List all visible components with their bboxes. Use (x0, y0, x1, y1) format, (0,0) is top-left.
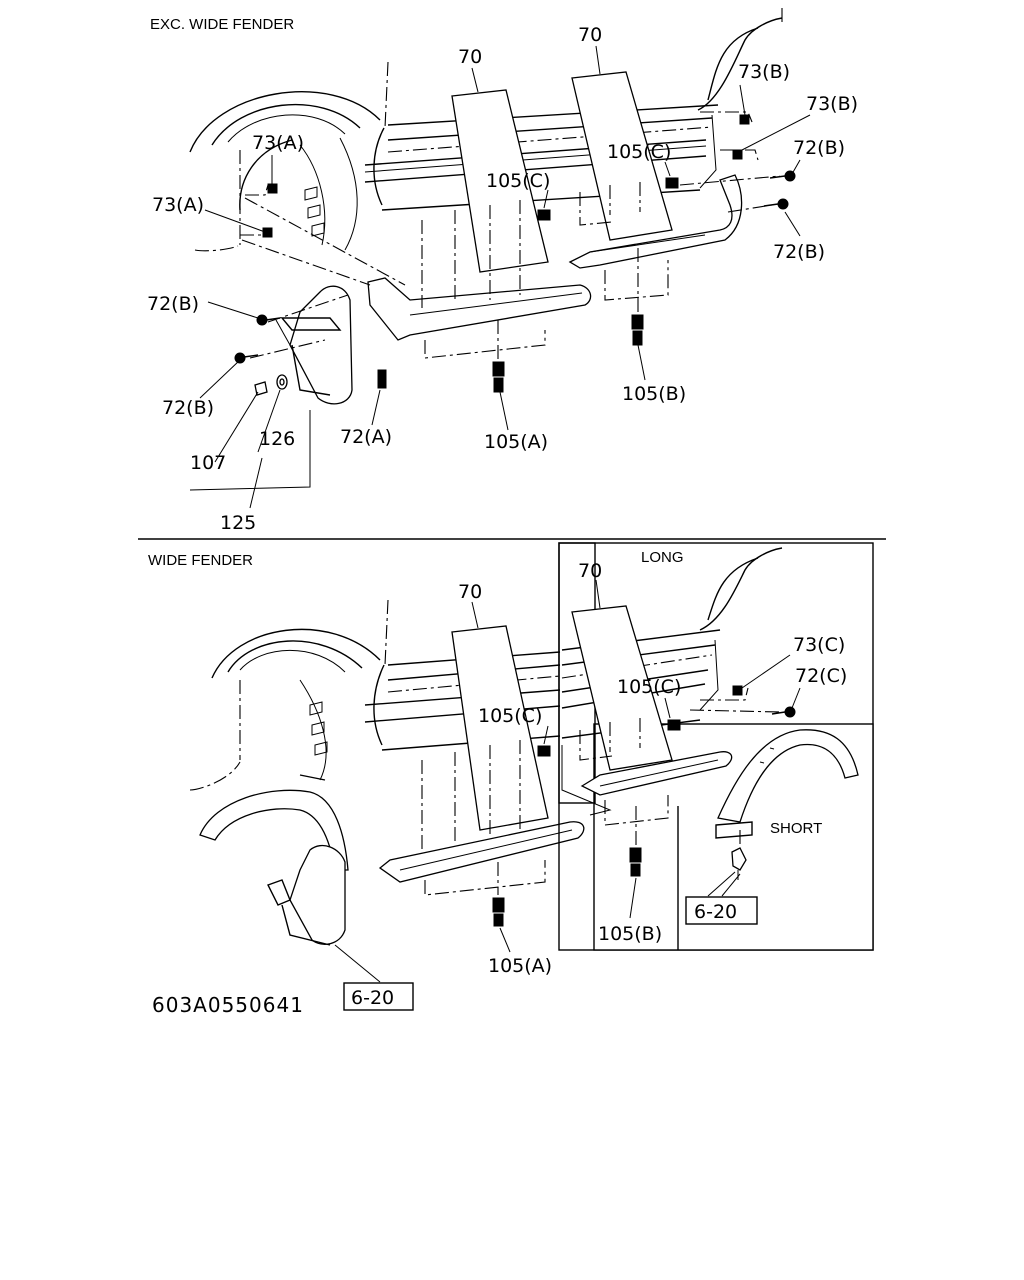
drawing-code: 603A0550641 (152, 993, 304, 1017)
callout-107: 107 (190, 452, 226, 474)
long-variant-drawing (561, 547, 783, 845)
screw-icon (256, 314, 281, 326)
bolt-icon (254, 381, 268, 396)
reference-label: 6-20 (694, 901, 737, 923)
clip-icon (262, 227, 273, 238)
bottom-section-title: WIDE FENDER (148, 552, 253, 569)
fastener-icon (492, 361, 505, 393)
callout-73a: 73(A) (152, 194, 204, 216)
callout-105b: 105(B) (598, 923, 662, 945)
callout-70: 70 (458, 581, 482, 603)
short-title: SHORT (770, 820, 822, 837)
clip-icon (732, 685, 743, 696)
screw-icon (771, 706, 796, 718)
long-title: LONG (641, 549, 684, 566)
callout-70: 70 (578, 24, 602, 46)
callout-105a: 105(A) (488, 955, 552, 977)
callout-72b: 72(B) (773, 241, 825, 263)
callout-70: 70 (578, 560, 602, 582)
callout-72b: 72(B) (147, 293, 199, 315)
callout-105c: 105(C) (486, 170, 550, 192)
callout-70: 70 (458, 46, 482, 68)
clip-icon (267, 183, 278, 194)
screw-icon (763, 198, 789, 210)
fastener-icon (537, 745, 551, 757)
fastener-icon (631, 314, 644, 346)
bottom-leader-lines (334, 579, 801, 983)
callout-105a: 105(A) (484, 431, 548, 453)
top-fasteners (234, 114, 796, 396)
top-section-title: EXC. WIDE FENDER (150, 16, 294, 33)
callout-73c: 73(C) (793, 634, 845, 656)
top-vehicle-body-drawing (189, 8, 783, 405)
reference-box: 6-20 (343, 982, 414, 1011)
screw-icon (769, 170, 796, 182)
callout-73a: 73(A) (252, 132, 304, 154)
fastener-icon (537, 209, 551, 221)
screw-icon (234, 352, 259, 364)
callout-73b: 73(B) (806, 93, 858, 115)
fastener-icon (665, 177, 679, 189)
bottom-fasteners (492, 685, 796, 927)
washer-icon (276, 374, 288, 390)
fastener-icon (492, 897, 505, 927)
reference-label: 6-20 (351, 987, 394, 1009)
bolt-icon (377, 369, 387, 389)
fastener-icon (667, 719, 681, 731)
callout-72b: 72(B) (162, 397, 214, 419)
callout-105c: 105(C) (607, 141, 671, 163)
bottom-vehicle-body-drawing (189, 599, 585, 946)
callout-125: 125 (220, 512, 256, 534)
reference-box: 6-20 (685, 896, 758, 925)
callout-105c: 105(C) (617, 676, 681, 698)
clip-icon (739, 114, 750, 125)
callout-126: 126 (259, 428, 295, 450)
callout-73b: 73(B) (738, 61, 790, 83)
callout-72b: 72(B) (793, 137, 845, 159)
short-variant-drawing (715, 729, 859, 850)
fastener-icon (731, 847, 747, 880)
callout-72a: 72(A) (340, 426, 392, 448)
fastener-icon (629, 847, 642, 877)
callout-105b: 105(B) (622, 383, 686, 405)
clip-icon (732, 149, 743, 160)
callout-72c: 72(C) (795, 665, 847, 687)
callout-105c: 105(C) (478, 705, 542, 727)
top-leader-lines (189, 45, 811, 509)
